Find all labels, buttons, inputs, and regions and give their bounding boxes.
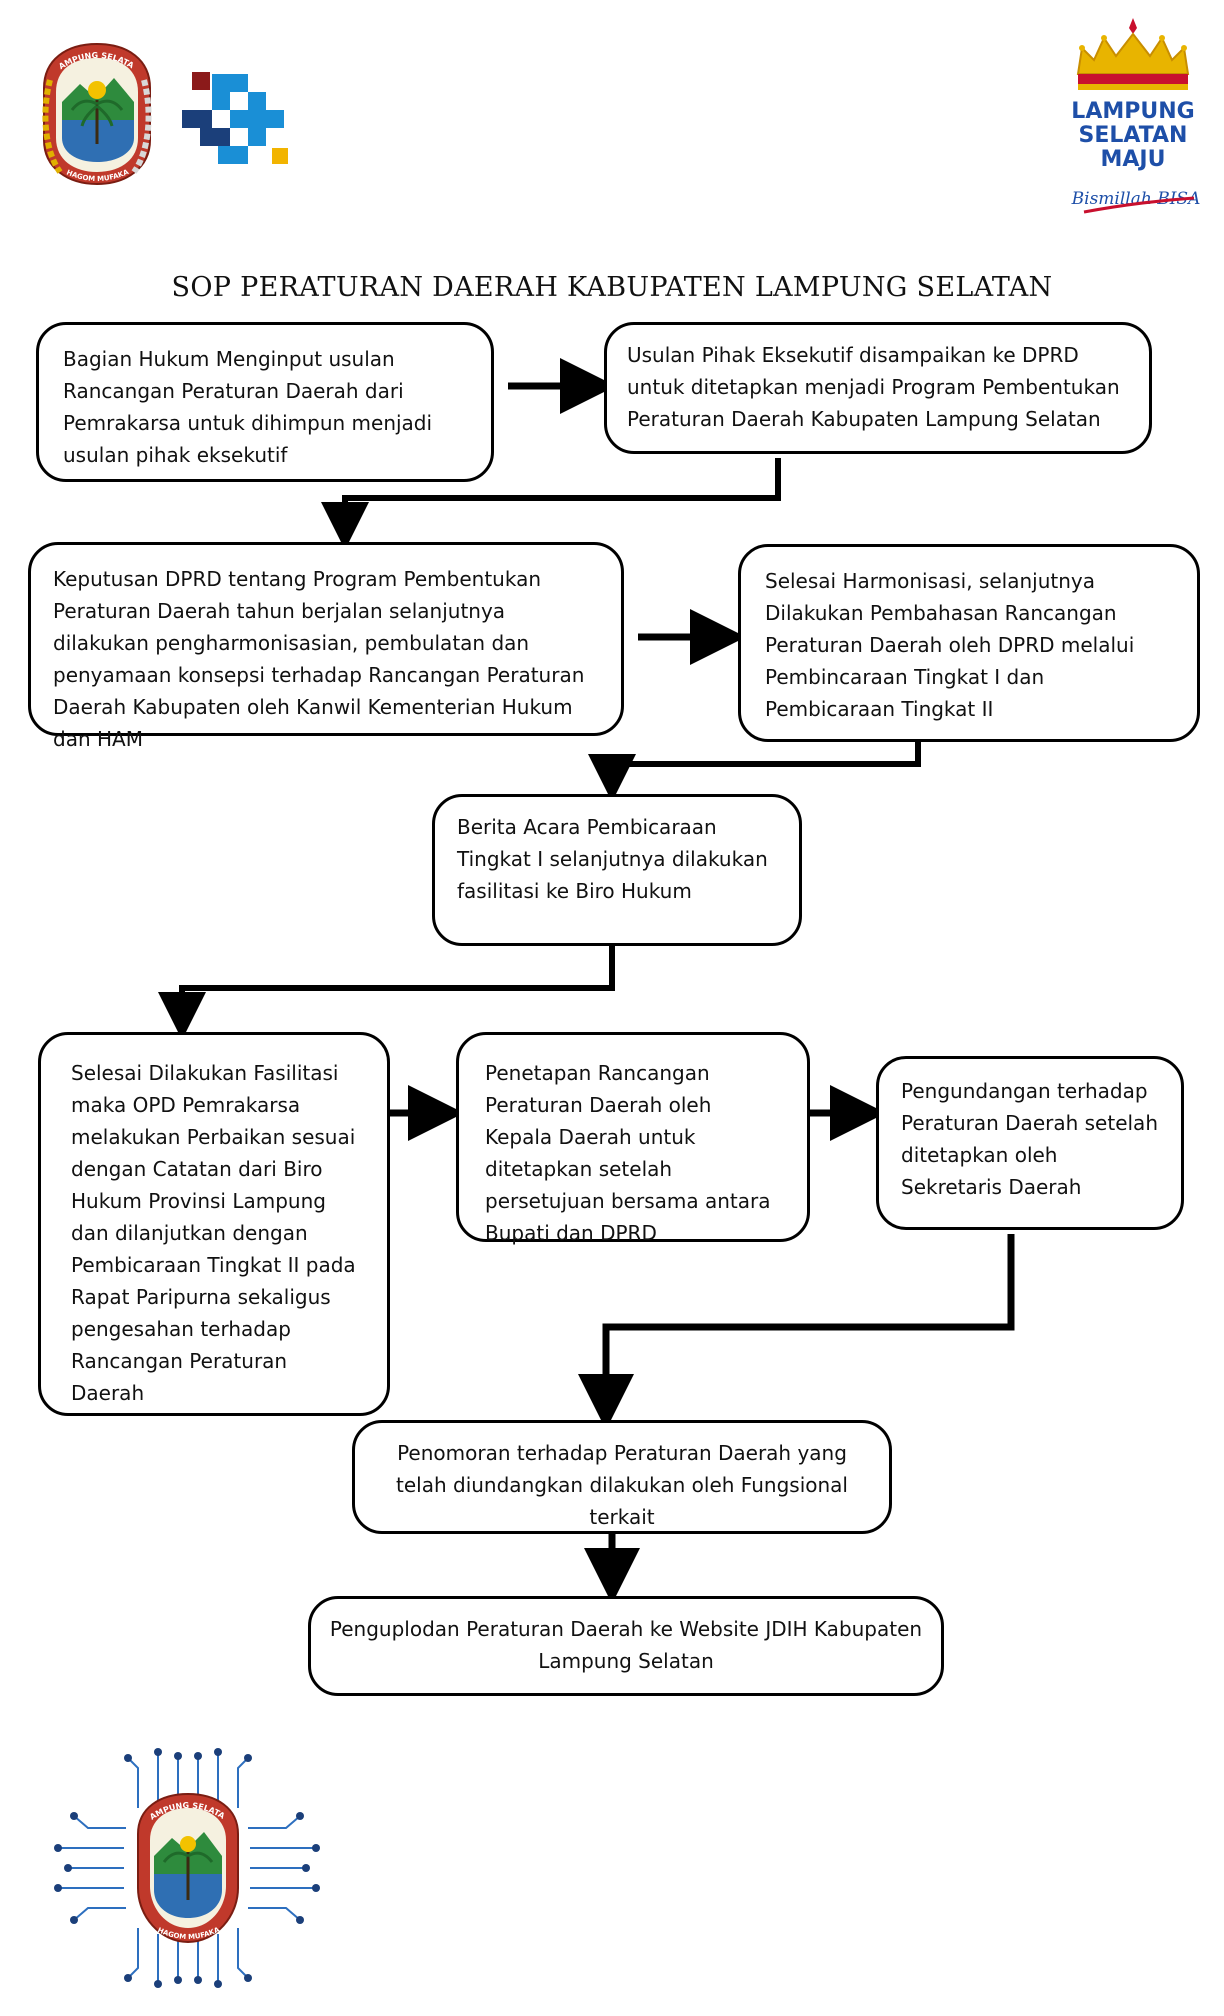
step-6-text: Selesai Dilakukan Fasilitasi maka OPD Pe…	[71, 1061, 356, 1405]
step-4-box: Selesai Harmonisasi, selanjutnya Dilakuk…	[738, 544, 1200, 742]
step-8-text: Pengundangan terhadap Peraturan Daerah s…	[901, 1079, 1158, 1199]
digital-logo	[178, 58, 296, 176]
step-9-text: Penomoran terhadap Peraturan Daerah yang…	[396, 1441, 848, 1529]
step-9-box: Penomoran terhadap Peraturan Daerah yang…	[352, 1420, 892, 1534]
step-6-box: Selesai Dilakukan Fasilitasi maka OPD Pe…	[38, 1032, 390, 1416]
step-7-text: Penetapan Rancangan Peraturan Daerah ole…	[485, 1061, 771, 1245]
arrow-step8-to-step9	[578, 1234, 1015, 1430]
step-1-box: Bagian Hukum Menginput usulan Rancangan …	[36, 322, 494, 482]
svg-text:LAMPUNG: LAMPUNG	[1071, 99, 1194, 124]
emblem-logo-top: LAMPUNG SELATAN KHAGOM MUFAKAT	[35, 33, 156, 188]
step-5-box: Berita Acara Pembicaraan Tingkat I selan…	[432, 794, 802, 946]
step-8-box: Pengundangan terhadap Peraturan Daerah s…	[876, 1056, 1184, 1230]
step-10-text: Penguplodan Peraturan Daerah ke Website …	[329, 1617, 923, 1673]
page-title: SOP PERATURAN DAERAH KABUPATEN LAMPUNG S…	[171, 272, 1053, 303]
step-2-box: Usulan Pihak Eksekutif disampaikan ke DP…	[604, 322, 1152, 454]
svg-text:SELATAN: SELATAN	[1079, 123, 1188, 148]
arrow-step4-to-step5	[588, 740, 921, 802]
step-10-box: Penguplodan Peraturan Daerah ke Website …	[308, 1596, 944, 1696]
arrow-step2-to-step3	[321, 458, 781, 550]
step-7-box: Penetapan Rancangan Peraturan Daerah ole…	[456, 1032, 810, 1245]
svg-text:Bismillah BISA: Bismillah BISA	[1071, 189, 1201, 209]
step-1-text: Bagian Hukum Menginput usulan Rancangan …	[63, 347, 433, 467]
arrow-step5-to-step6	[158, 944, 615, 1040]
step-5-text: Berita Acara Pembicaraan Tingkat I selan…	[457, 815, 768, 903]
jdih-circuit-emblem-logo: LAMPUNG SELATAN KHAGOM MUFAKAT	[48, 1748, 324, 1988]
lampung-selatan-maju-logo: LAMPUNG SELATAN MAJU Bismillah BISA	[1058, 14, 1208, 220]
step-4-text: Selesai Harmonisasi, selanjutnya Dilakuk…	[765, 569, 1135, 721]
step-3-box: Keputusan DPRD tentang Program Pembentuk…	[28, 542, 624, 751]
step-2-text: Usulan Pihak Eksekutif disampaikan ke DP…	[627, 343, 1120, 431]
svg-text:MAJU: MAJU	[1101, 147, 1166, 172]
step-3-text: Keputusan DPRD tentang Program Pembentuk…	[53, 567, 585, 751]
